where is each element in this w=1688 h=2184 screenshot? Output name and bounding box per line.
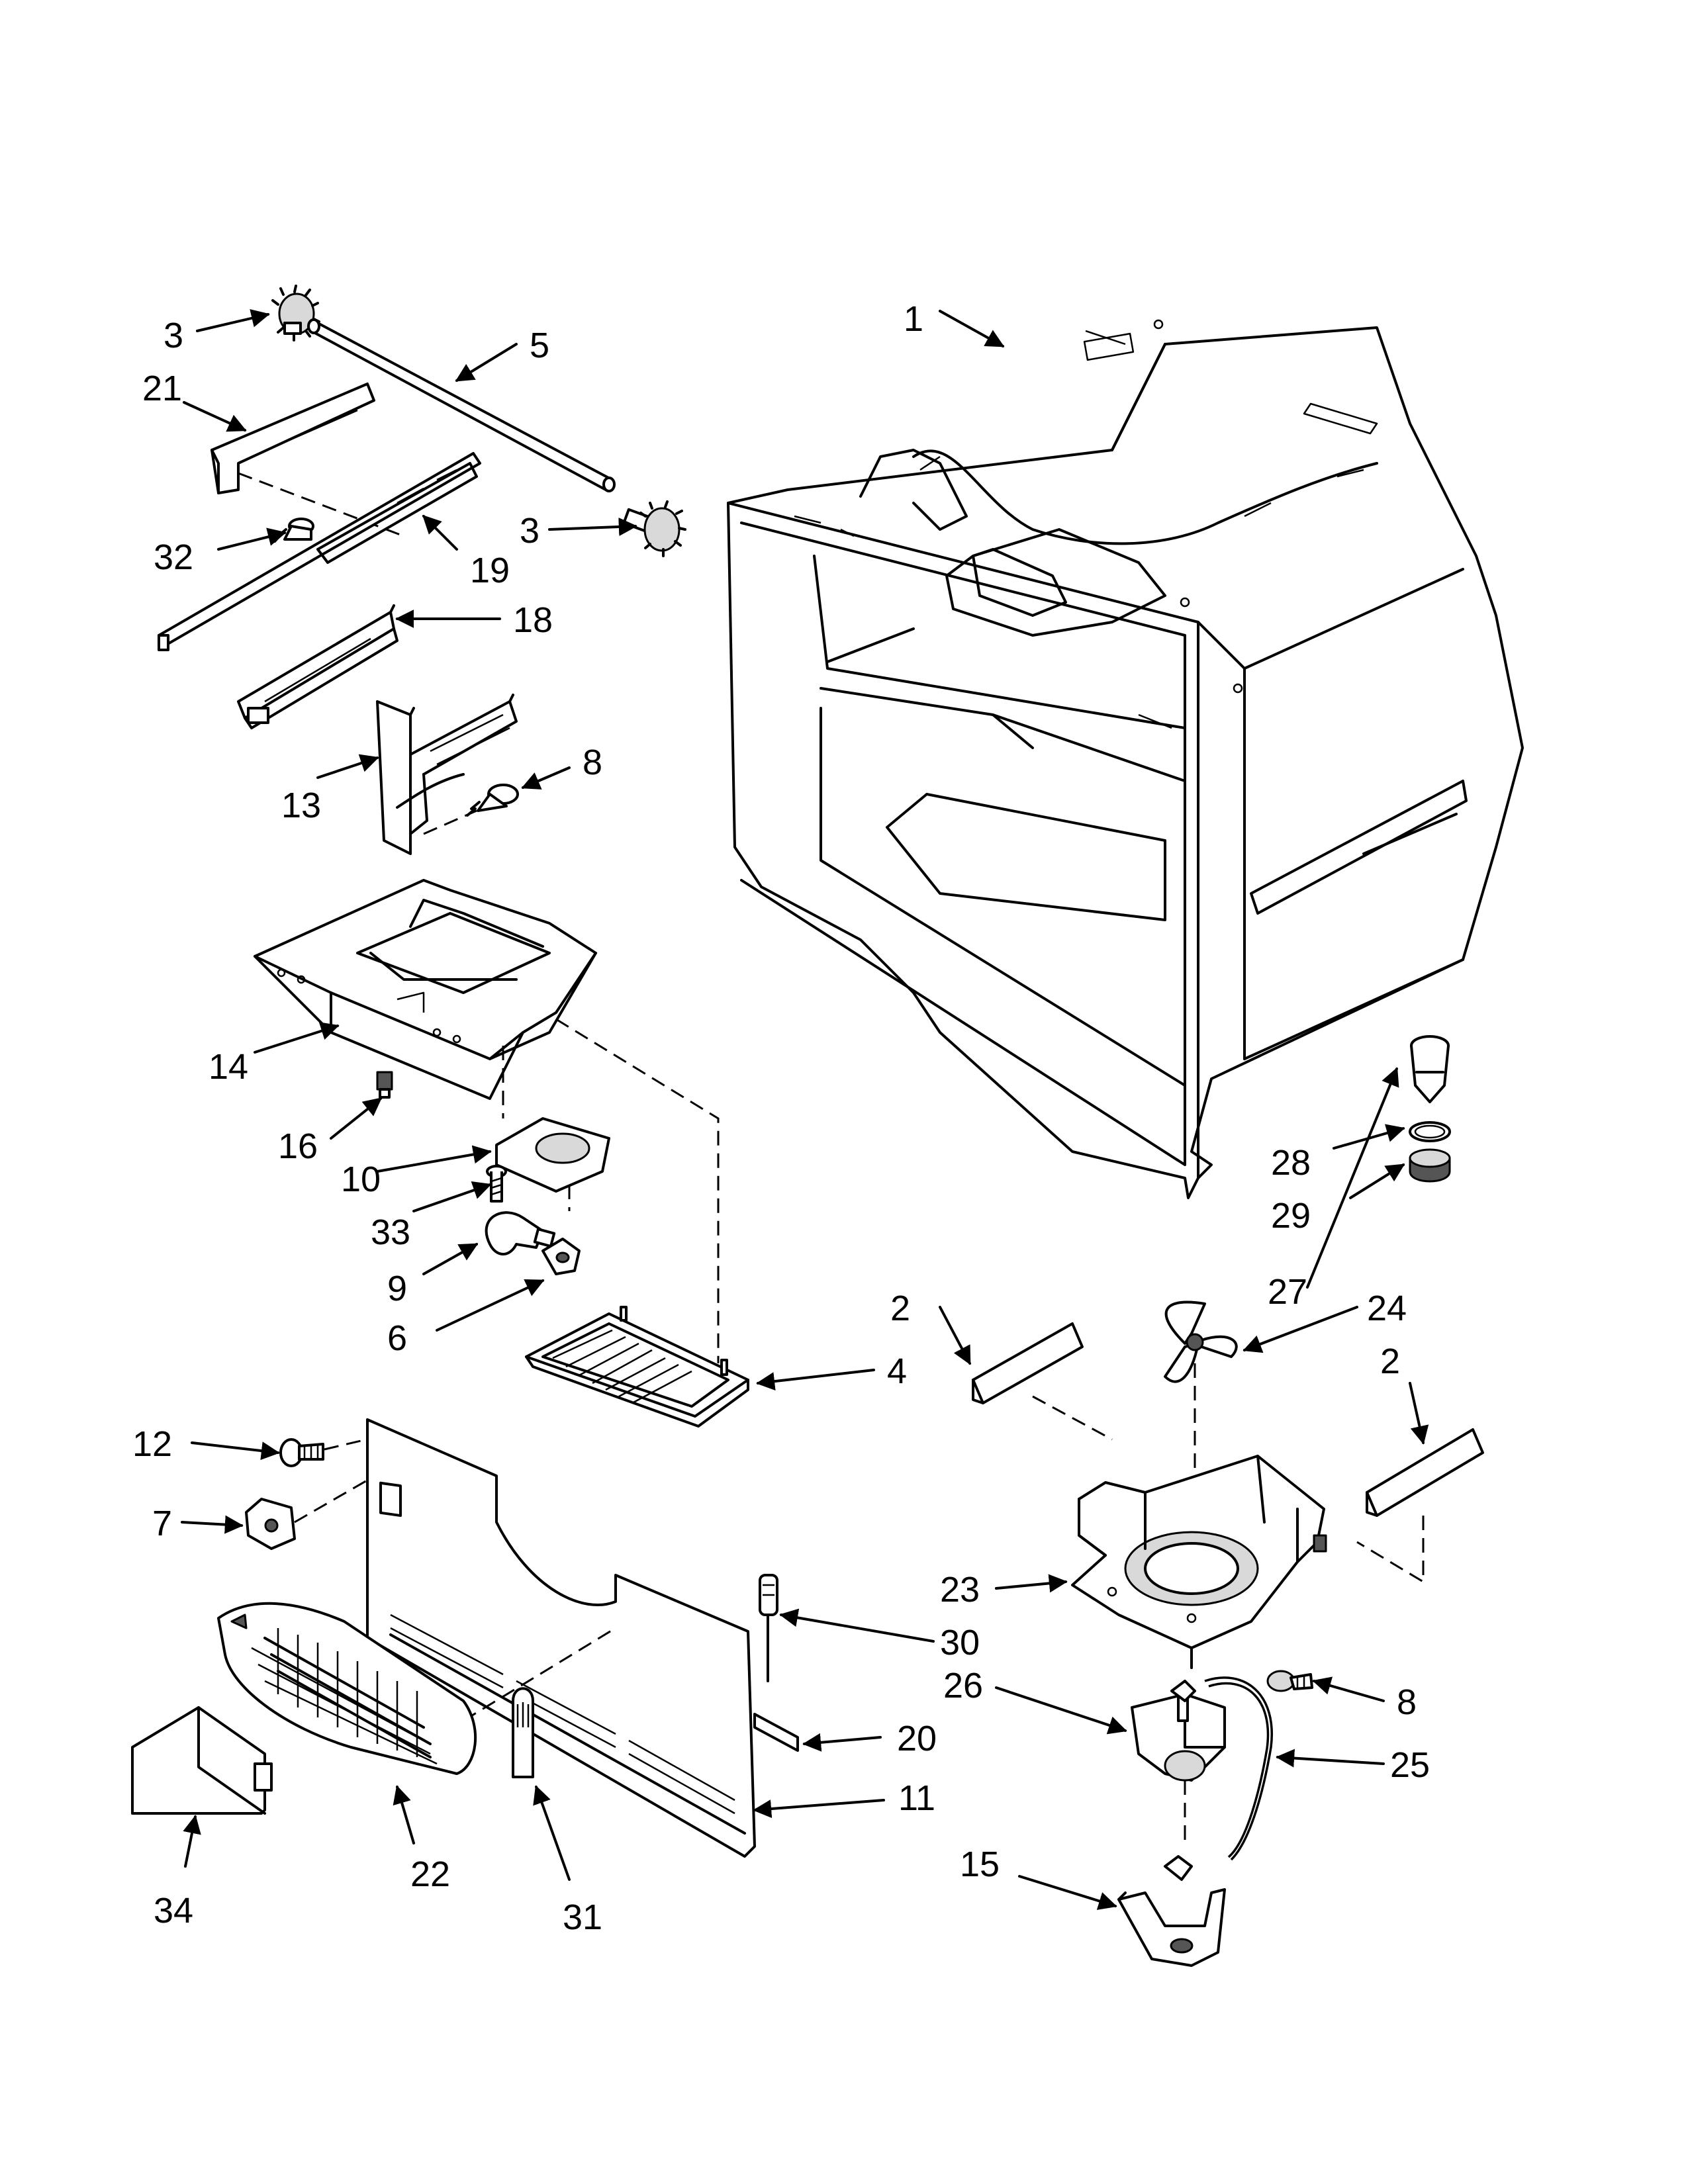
part-3-gear-lower [622, 500, 686, 557]
callout-3: 3 [520, 511, 539, 551]
callout-7: 7 [152, 1504, 172, 1543]
callout-3: 3 [164, 316, 183, 355]
part-18-rail [237, 604, 399, 729]
callout-25: 25 [1390, 1745, 1430, 1785]
leader-lines [181, 309, 1429, 1910]
part-25-wire-harness [1164, 1676, 1273, 1881]
callout-20: 20 [897, 1719, 937, 1758]
callout-34: 34 [154, 1891, 193, 1931]
part-16-clip [376, 1071, 393, 1099]
part-1-liner [727, 319, 1524, 1199]
part-12-screw [279, 1435, 381, 1467]
part-31-filter [512, 1687, 534, 1778]
callout-27: 27 [1268, 1272, 1307, 1312]
part-32-screw [273, 518, 314, 543]
part-24-fan-blade [1164, 1300, 1238, 1476]
part-3-gear-upper [271, 285, 320, 341]
callout-14: 14 [209, 1047, 248, 1087]
part-10-socket [495, 1117, 610, 1211]
callout-19: 19 [470, 551, 510, 590]
callout-32: 32 [154, 537, 193, 577]
callout-4: 4 [887, 1351, 907, 1391]
part-29-plug [1409, 1148, 1451, 1183]
callout-8: 8 [1397, 1682, 1417, 1722]
callout-28: 28 [1271, 1143, 1311, 1183]
part-26-motor [1131, 1680, 1226, 1840]
callout-5: 5 [530, 326, 549, 365]
callout-21: 21 [142, 369, 182, 408]
part-20-seal [753, 1713, 799, 1752]
part-22-grille [217, 1602, 477, 1775]
callout-30: 30 [940, 1623, 980, 1662]
callout-22: 22 [410, 1854, 450, 1894]
callout-12: 12 [132, 1424, 172, 1464]
callout-24: 24 [1367, 1289, 1407, 1328]
part-27-cup [1410, 1035, 1450, 1103]
callout-23: 23 [940, 1570, 980, 1610]
part-5-rod [307, 318, 616, 492]
part-9-bulb [485, 1211, 556, 1255]
callout-10: 10 [341, 1160, 381, 1199]
callout-16: 16 [278, 1126, 318, 1166]
part-7-bracket [245, 1471, 381, 1550]
part-28-ring [1409, 1121, 1451, 1142]
part-8-screw-lower [1266, 1670, 1313, 1692]
part-19-slide-rail [158, 452, 481, 651]
part-23-shroud [1071, 1455, 1327, 1669]
callout-18: 18 [513, 600, 553, 640]
callout-15: 15 [960, 1844, 1000, 1884]
callout-11: 11 [898, 1778, 935, 1818]
callout-29: 29 [1271, 1196, 1311, 1236]
part-30-sensor [759, 1574, 778, 1682]
callout-2: 2 [890, 1289, 910, 1328]
callout-9: 9 [387, 1269, 407, 1308]
callout-13: 13 [281, 786, 321, 825]
part-13-bracket [376, 694, 518, 855]
part-2-foam-left [972, 1322, 1113, 1441]
part-14-cover [254, 879, 720, 1363]
part-11-rear-panel [366, 1418, 756, 1858]
part-8-screw-upper [466, 784, 519, 817]
callout-26: 26 [943, 1666, 983, 1706]
callout-1: 1 [904, 299, 923, 339]
part-4-tray [525, 1306, 749, 1428]
part-15-bracket [1117, 1888, 1226, 1967]
callout-33: 33 [371, 1212, 410, 1252]
callout-8: 8 [583, 743, 602, 782]
callout-6: 6 [387, 1318, 407, 1358]
part-21-bracket [211, 383, 404, 537]
part-2-foam-right [1356, 1428, 1484, 1584]
part-6-lamp-cover [541, 1238, 581, 1275]
part-34-cover [131, 1706, 273, 1815]
callout-31: 31 [563, 1897, 602, 1937]
callout-labels: 1 2 2 3 3 4 5 6 7 8 8 9 10 11 12 13 14 1… [132, 299, 1430, 1937]
callout-2: 2 [1380, 1342, 1400, 1381]
